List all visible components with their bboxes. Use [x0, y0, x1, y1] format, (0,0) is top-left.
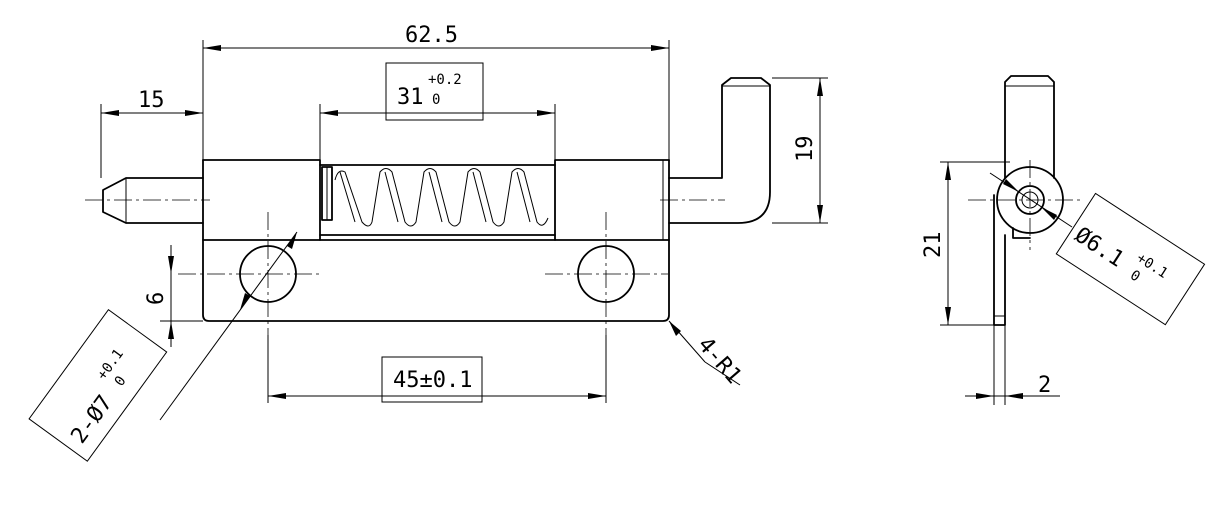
hinge-plate: [202, 159, 670, 322]
dim-hole-spacing: 45±0.1: [393, 368, 472, 393]
spring-coil: [334, 168, 549, 227]
side-plate: [993, 194, 1006, 326]
dim-hole-offset: 6: [144, 292, 169, 305]
pin-handle: [668, 77, 771, 224]
spring-cavity: [319, 164, 556, 236]
dim-spring-slot: 31: [397, 85, 424, 110]
dim-pin-protrusion: 15: [138, 88, 165, 113]
dim-spring-slot-tol-lower: 0: [432, 92, 440, 108]
side-pin: [1004, 75, 1055, 179]
label-pin-dia-tol-lower: 0: [1127, 267, 1143, 285]
left-knuckle: [202, 159, 321, 241]
side-view: 21 2 Ø6.1 +0.1 0: [921, 75, 1206, 405]
label-holes-prefix: 2-Ø7: [67, 391, 118, 449]
right-knuckle: [554, 159, 670, 241]
label-holes-tol-lower: 0: [112, 373, 130, 389]
pin-tip: [102, 177, 204, 224]
tolerance-frame: [28, 308, 168, 462]
tolerance-frame: [381, 356, 483, 403]
tolerance-frame: [1055, 192, 1206, 326]
dim-overall-length: 62.5: [405, 23, 458, 48]
front-view: 62.5 15 31 +0.2 0 19 6 45±0.1 4-: [28, 23, 828, 462]
label-pin-dia: Ø6.1: [1070, 223, 1128, 273]
dim-handle-height: 19: [793, 136, 818, 163]
dim-side-height: 21: [921, 232, 946, 259]
dim-side-thickness: 2: [1038, 373, 1051, 398]
dim-spring-slot-tol-upper: +0.2: [428, 72, 462, 88]
tolerance-frame: [385, 62, 484, 121]
label-corner-radius: 4-R1: [692, 333, 746, 389]
